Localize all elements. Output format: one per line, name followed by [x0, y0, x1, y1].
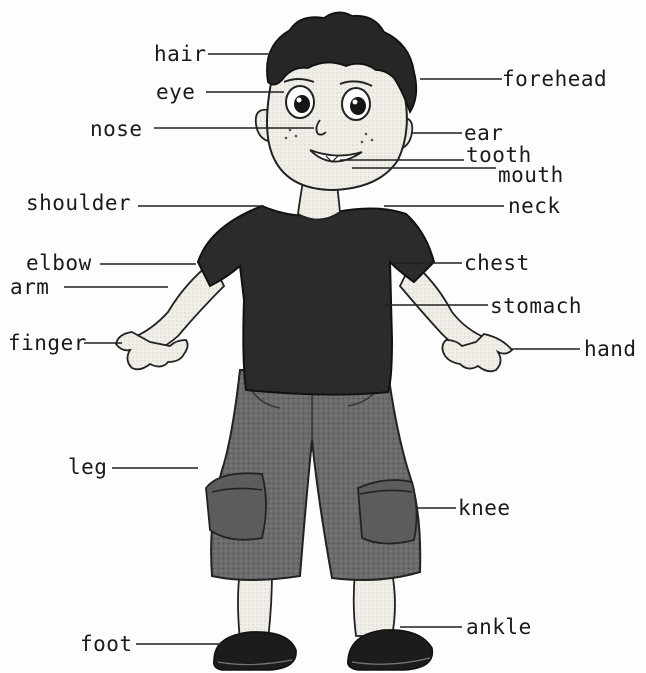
label-leg: leg [68, 455, 107, 479]
label-neck: neck [508, 194, 561, 218]
boy-figure [116, 12, 512, 670]
label-ankle: ankle [466, 615, 532, 639]
label-ear: ear [464, 121, 503, 145]
label-finger: finger [8, 331, 87, 355]
label-elbow: elbow [26, 251, 92, 275]
label-mouth: mouth [498, 163, 564, 187]
label-chest: chest [464, 251, 530, 275]
label-foot: foot [80, 632, 133, 656]
label-arm: arm [10, 275, 49, 299]
label-stomach: stomach [490, 294, 582, 318]
label-nose: nose [90, 117, 143, 141]
label-hair: hair [154, 42, 207, 66]
label-shoulder: shoulder [26, 191, 131, 215]
label-forehead: forehead [502, 67, 607, 91]
label-knee: knee [458, 496, 511, 520]
shirt [198, 206, 434, 395]
label-eye: eye [156, 80, 195, 104]
shoes [214, 630, 433, 670]
shorts [206, 370, 420, 580]
label-hand: hand [584, 337, 637, 361]
